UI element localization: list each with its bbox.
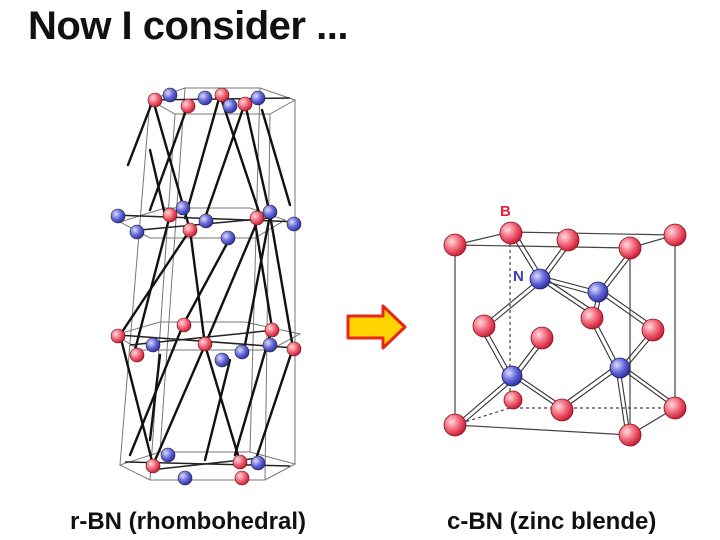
nitrogen-atom (177, 470, 193, 486)
boron-atom (264, 322, 280, 338)
boron-label: B (500, 203, 511, 220)
boron-atom (530, 326, 554, 350)
boron-atom (147, 92, 163, 108)
nitrogen-atom (262, 204, 278, 220)
boron-atom (249, 210, 265, 226)
boron-atom (641, 318, 665, 342)
boron-atom (550, 398, 574, 422)
nitrogen-atom (250, 455, 266, 471)
c-bn-atoms (443, 221, 687, 447)
r-bn-layer-bonds (114, 97, 301, 471)
boron-atom (214, 87, 230, 103)
nitrogen-atom (198, 213, 214, 229)
slide-title: Now I consider ... (28, 4, 348, 48)
boron-atom (286, 341, 302, 357)
r-bn-bonds (118, 93, 295, 467)
nitrogen-atom (220, 230, 236, 246)
nitrogen-atom (129, 224, 145, 240)
nitrogen-atom (110, 208, 126, 224)
boron-atom (234, 470, 250, 486)
boron-atom (237, 96, 253, 112)
nitrogen-label: N (513, 268, 524, 285)
nitrogen-atom (222, 98, 238, 114)
boron-atom (663, 396, 687, 420)
boron-atom (443, 413, 467, 437)
boron-atom (176, 317, 192, 333)
boron-atom (663, 223, 687, 247)
nitrogen-atom (250, 90, 266, 106)
r-bn-structure (110, 87, 302, 486)
nitrogen-atom (145, 337, 161, 353)
nitrogen-atom (234, 344, 250, 360)
boron-atom (499, 221, 523, 245)
r-bn-caption: r-BN (rhombohedral) (70, 508, 306, 535)
r-bn-atoms (110, 87, 302, 486)
nitrogen-atom (262, 337, 278, 353)
c-bn-caption: c-BN (zinc blende) (447, 508, 657, 535)
nitrogen-atom (609, 357, 631, 379)
nitrogen-atom (214, 352, 230, 368)
boron-atom (182, 222, 198, 238)
boron-atom (145, 458, 161, 474)
boron-atom (180, 98, 196, 114)
nitrogen-atom (160, 447, 176, 463)
c-bn-structure: B N (443, 203, 687, 447)
boron-atom (503, 390, 523, 410)
boron-atom (232, 454, 248, 470)
boron-atom (162, 207, 178, 223)
nitrogen-atom (587, 281, 609, 303)
boron-atom (197, 336, 213, 352)
nitrogen-atom (529, 268, 551, 290)
nitrogen-atom (286, 216, 302, 232)
boron-atom (472, 314, 496, 338)
nitrogen-atom (162, 87, 178, 103)
boron-atom (618, 423, 642, 447)
boron-atom (580, 306, 604, 330)
right-arrow-icon (346, 304, 407, 350)
nitrogen-atom (197, 90, 213, 106)
boron-atom (110, 328, 126, 344)
nitrogen-atom (175, 200, 191, 216)
r-bn-cell-frame (113, 87, 302, 481)
boron-atom (129, 347, 145, 363)
boron-atom (556, 228, 580, 252)
boron-atom (618, 236, 642, 260)
boron-atom (443, 233, 467, 257)
nitrogen-atom (501, 365, 523, 387)
